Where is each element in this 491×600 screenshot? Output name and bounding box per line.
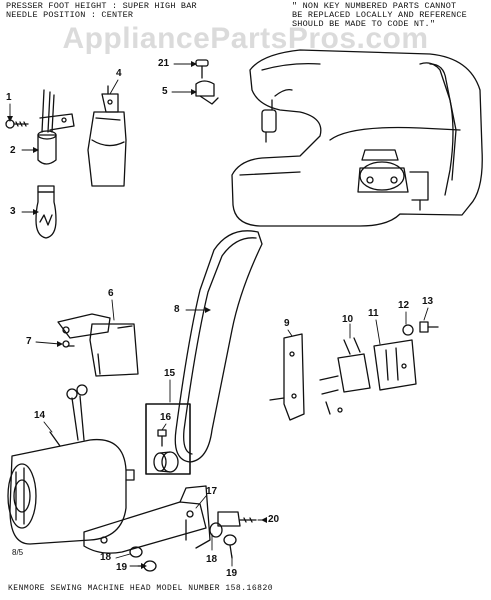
part-18-washer-right (209, 522, 223, 538)
callout-4: 4 (116, 68, 122, 79)
part-12-washer (402, 324, 414, 336)
part-2-lamp-socket (37, 89, 75, 165)
callout-6: 6 (108, 288, 114, 299)
part-14-motor (7, 384, 135, 545)
callout-5: 5 (162, 86, 168, 97)
footer-caption: KENMORE SEWING MACHINE HEAD MODEL NUMBER… (8, 584, 274, 593)
callout-7: 7 (26, 336, 32, 347)
part-10-switch (319, 337, 371, 415)
part-19-screw-right (223, 534, 237, 559)
part-8-belt (174, 230, 263, 463)
part-15-pulley-assembly (145, 403, 191, 475)
part-21-screw (195, 59, 209, 79)
part-1-screw (5, 119, 29, 129)
callout-21: 21 (158, 58, 170, 69)
callout-15: 15 (164, 368, 176, 379)
callout-17: 17 (206, 486, 218, 497)
callout-18-right: 18 (206, 554, 218, 565)
arrowheads (7, 61, 267, 569)
callout-11: 11 (368, 308, 379, 319)
machine-head (231, 49, 483, 227)
part-5-clip (195, 80, 219, 105)
callout-16: 16 (160, 412, 172, 423)
callout-18-left: 18 (100, 552, 112, 563)
leader-lines (9, 63, 429, 567)
part-18-washer-left (129, 546, 143, 558)
part-4-lamp-bracket (87, 85, 127, 187)
needle-position-text: NEEDLE POSITION : CENTER (6, 10, 134, 20)
note-line-3: SHOULD BE MADE TO CODE NT." (292, 19, 436, 29)
presser-foot-height-text: PRESSER FOOT HEIGHT : SUPER HIGH BAR (6, 1, 197, 11)
callout-2: 2 (10, 145, 16, 156)
part-7-screw (62, 340, 75, 348)
part-13-screw (419, 321, 439, 333)
part-20-screw (217, 511, 257, 527)
callout-10: 10 (342, 314, 354, 325)
small-note: 8/5 (12, 548, 24, 557)
callout-1: 1 (6, 92, 12, 103)
note-line-1: " NON KEY NUMBERED PARTS CANNOT (292, 1, 457, 11)
callout-3: 3 (10, 206, 16, 217)
callout-19-left: 19 (116, 562, 128, 573)
callout-12: 12 (398, 300, 410, 311)
callout-13: 13 (422, 296, 434, 307)
part-6-motor-bracket (57, 313, 139, 377)
note-line-2: BE REPLACED LOCALLY AND REFERENCE (292, 10, 467, 20)
part-9-bracket (269, 333, 305, 421)
part-11-bracket-plate (373, 339, 417, 391)
callout-20: 20 (268, 514, 280, 525)
callout-9: 9 (284, 318, 290, 329)
callout-14: 14 (34, 410, 46, 421)
callout-19-right: 19 (226, 568, 238, 579)
part-17-motor-bracket (83, 485, 211, 554)
callout-8: 8 (174, 304, 180, 315)
